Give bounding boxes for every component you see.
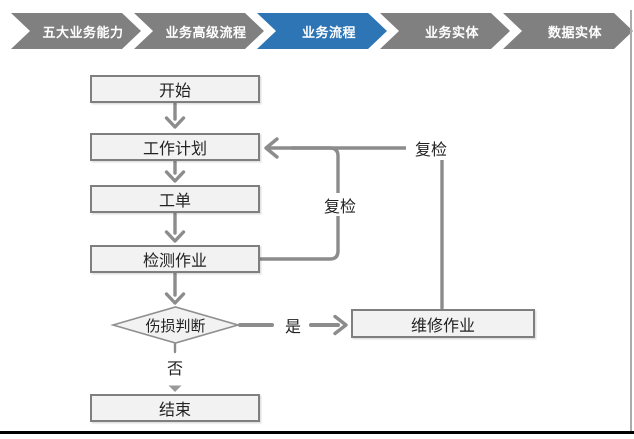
flow-node-work-plan: 工作计划 <box>90 133 260 161</box>
node-label: 工单 <box>158 191 191 210</box>
arrowhead-down-icon <box>164 116 186 129</box>
edge-recheck-outer <box>267 146 444 310</box>
bottom-divider-rule <box>0 431 634 434</box>
step-business-highlevel-process[interactable]: 业务高级流程 <box>134 13 264 49</box>
right-edge-rule <box>630 10 632 431</box>
step-five-business-capabilities[interactable]: 五大业务能力 <box>11 13 141 49</box>
node-label: 维修作业 <box>410 315 475 335</box>
arrowhead-small-down-icon <box>168 385 182 392</box>
decision-diamond-shape <box>110 306 241 344</box>
arrowhead-down-icon <box>164 292 186 305</box>
edge-label-yes: 是 <box>279 314 307 336</box>
flow-node-repair-job: 维修作业 <box>351 309 535 338</box>
node-label: 伤损判断 <box>145 316 206 335</box>
flow-node-damage-decision: 伤损判断 <box>113 307 238 343</box>
flow-node-end: 结束 <box>90 394 260 422</box>
node-label: 工作计划 <box>142 139 207 158</box>
node-label: 开始 <box>158 81 191 100</box>
node-label: 结束 <box>158 400 191 419</box>
node-label: 检测作业 <box>142 251 207 270</box>
step-label: 业务高级流程 <box>165 25 247 41</box>
step-label: 业务流程 <box>301 25 356 41</box>
edge-label-recheck-outer: 复检 <box>406 136 456 160</box>
flow-node-work-order: 工单 <box>90 185 260 213</box>
step-nav: 五大业务能力 业务高级流程 业务流程 业务实体 数据实体 <box>0 13 634 49</box>
edge-label-recheck-inner: 复检 <box>317 193 363 216</box>
arrowhead-down-icon <box>164 170 186 183</box>
step-label: 业务实体 <box>424 25 479 41</box>
step-business-process-active[interactable]: 业务流程 <box>257 13 387 49</box>
flow-node-inspection-job: 检测作业 <box>90 245 260 273</box>
step-data-entity[interactable]: 数据实体 <box>503 13 633 49</box>
arrowhead-left-icon <box>264 137 279 159</box>
step-business-entity[interactable]: 业务实体 <box>380 13 510 49</box>
edge-label-no: 否 <box>161 356 189 378</box>
flow-node-start: 开始 <box>90 75 260 103</box>
arrowhead-right-icon <box>333 314 348 336</box>
arrowhead-down-icon <box>164 230 186 243</box>
step-label: 数据实体 <box>547 25 602 41</box>
step-label: 五大业务能力 <box>42 25 124 41</box>
